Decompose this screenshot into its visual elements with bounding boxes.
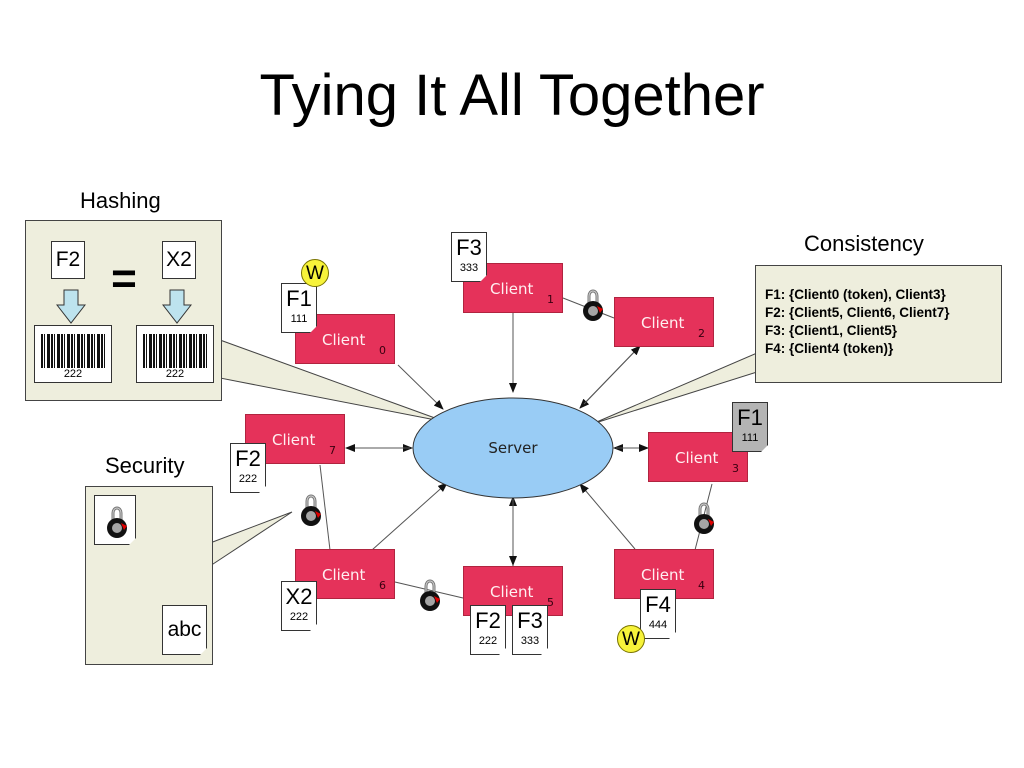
lock-icon <box>95 496 137 546</box>
consistency-line: F3: {Client1, Client5} <box>765 323 898 338</box>
slide-title: Tying It All Together <box>259 63 765 128</box>
hashing-panel: F2 X2 = 222 222 <box>25 220 222 401</box>
edge-client6-server <box>371 482 448 551</box>
consistency-line: F1: {Client0 (token), Client3} <box>765 287 946 302</box>
hash-input-doc: F2 <box>51 241 85 279</box>
server-node <box>412 397 614 499</box>
consistency-line: F2: {Client5, Client6, Client7} <box>765 305 950 320</box>
hash-input-doc: X2 <box>162 241 196 279</box>
edge-client4-server <box>579 483 636 550</box>
consistency-line: F4: {Client4 (token)} <box>765 341 894 356</box>
security-panel: abc <box>85 486 213 665</box>
lock-icon <box>299 494 323 528</box>
down-arrow-icon <box>56 289 86 324</box>
edge-server-client2 <box>583 345 641 405</box>
server-label: Server <box>488 439 538 457</box>
security-label: Security <box>105 453 185 478</box>
lock-icon <box>581 289 605 323</box>
lock-icon <box>418 579 442 613</box>
write-token-badge: W <box>617 625 645 653</box>
barcode-icon: 222 <box>136 325 214 383</box>
equals-sign: = <box>111 254 137 303</box>
write-token-badge: W <box>301 259 329 287</box>
lock-icon <box>692 502 716 536</box>
edge-client0-server <box>397 364 444 410</box>
down-arrow-icon <box>162 289 192 324</box>
barcode-icon: 222 <box>34 325 112 383</box>
plaintext-doc: abc <box>162 605 207 655</box>
locked-doc <box>94 495 136 545</box>
security-callout <box>209 511 293 567</box>
consistency-table: F1: {Client0 (token), Client3} F2: {Clie… <box>755 265 1002 383</box>
hashing-label: Hashing <box>80 188 161 213</box>
consistency-label: Consistency <box>804 231 924 256</box>
